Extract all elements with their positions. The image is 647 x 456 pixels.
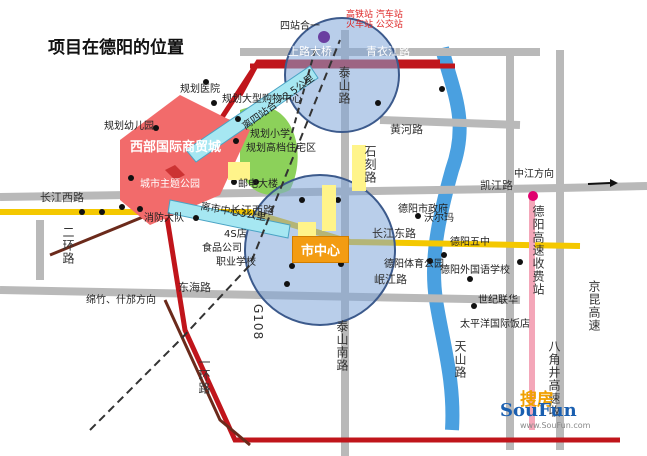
poi-pacific: 太平洋国际饭店 (460, 319, 530, 330)
west-district (120, 95, 250, 225)
soufun-logo: 搜房 (520, 390, 554, 410)
poi-city-government: 德阳市政府 (398, 204, 448, 215)
poi-residential: 规划高档住宅区 (246, 143, 316, 154)
road-label-tianshan: 天山路 (453, 340, 467, 379)
poi-wal-mart: 沃尔玛 (424, 213, 454, 224)
station-label: 四站合一 (280, 21, 320, 32)
road-label-huanghe: 黄河路 (390, 123, 423, 136)
district-label: 西部国际商贸城 (130, 140, 222, 155)
direction-label-zhongjiang: 中江方向 (514, 169, 554, 180)
road-label-g108: G108 (251, 304, 265, 341)
soufun-logo-en: SouFun (500, 400, 577, 421)
soufun-url: www.SouFun.com (520, 421, 591, 430)
road-label-shanglu: 上路大桥 (288, 45, 332, 58)
city-center-label: 市中心 (292, 236, 350, 263)
river (427, 46, 467, 431)
road-label-changjiang-mid: 长江西路 (230, 204, 274, 217)
road-label-shizhao: 石刻路 (363, 145, 377, 184)
railway (89, 39, 341, 431)
circle-station (284, 17, 400, 133)
poi-school: 德阳外国语学校 (440, 265, 510, 276)
road-label-donghai: 东海路 (178, 281, 211, 294)
poi-lianhua: 世纪联华 (478, 295, 518, 306)
road-label-changjiang-west: 长江西路 (40, 191, 84, 204)
poi-hospital: 规划医院 (180, 84, 220, 95)
station-types: 高铁站 汽车站 火车站 公交站 (346, 10, 403, 30)
road-label-qingyi: 青衣江路 (366, 45, 410, 58)
label-bajiaojing: 八角井高速收 (547, 340, 561, 418)
poi-mall: 规划大型购物中心 (222, 94, 302, 105)
road-label-changjiang-east: 长江东路 (372, 227, 416, 240)
poi-fourstations: 邮电大楼 (238, 179, 278, 190)
road-label-taishan-south: 泰山南路 (335, 320, 349, 372)
arrow-station (185, 65, 319, 163)
poi-primary-school: 规划小学 (250, 129, 290, 140)
direction-label-mianzhu: 绵竹、什邡方向 (86, 295, 156, 306)
railway-2 (289, 49, 316, 141)
poi-kindergarten: 规划幼儿园 (104, 121, 154, 132)
direction-arrow (587, 182, 611, 185)
road-label-jingkun: 京昆高速 (587, 280, 601, 332)
poi-dots (79, 79, 523, 309)
poi-power: 消防大队 (144, 213, 184, 224)
poi-food: 食品公司 (202, 243, 242, 254)
road-label-kaijiang: 凯江路 (480, 179, 513, 192)
label-toll: 德阳高速收费站 (531, 205, 545, 296)
poi-vocational: 职业学校 (216, 257, 256, 268)
road-label-minjiang: 岷江路 (374, 273, 407, 286)
road-label-taishan: 泰山路 (337, 66, 351, 105)
poi-sports-park: 德阳体育公园 (384, 259, 444, 270)
green-park (240, 106, 298, 195)
poi-city-park: 城市主题公园 (140, 179, 200, 190)
road-label-second-ring: 二环路 (61, 226, 75, 265)
map-title: 项目在德阳的位置 (48, 38, 184, 58)
arrow-center (167, 199, 291, 239)
road-label-first-ring: 一环路 (197, 356, 211, 395)
poi-deyang-no5: 德阳五中 (450, 237, 490, 248)
poi-4s: 4S店 (224, 229, 247, 240)
